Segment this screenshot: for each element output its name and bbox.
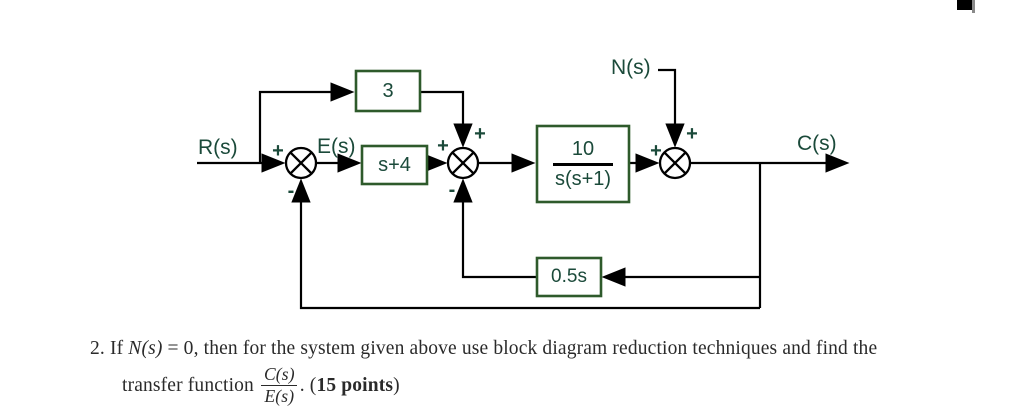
problem-number: 2. [90,338,105,359]
controller-value: s+4 [378,153,411,176]
plant-numerator: 10 [571,137,595,160]
sum3-plus-left-sign: + [650,140,662,162]
scan-artifact-gray [972,0,975,13]
math-Es: E(s) [261,385,298,407]
sum2-minus-sign: - [448,179,456,201]
output-label: C(s) [797,132,837,155]
gain3-value: 3 [382,79,394,102]
feedback-value: 0.5s [551,266,587,287]
plant-fraction: 10 s(s+1) [537,126,629,202]
summing-junction-3 [658,146,692,180]
sum1-plus-sign: + [272,140,284,162]
controller-box [360,144,429,186]
noise-label: N(s) [611,56,651,79]
scan-artifact-black [957,0,972,10]
feedback-box [535,256,603,298]
sum3-plus-top-sign: + [686,123,698,145]
math-Cs: C(s) [263,364,295,384]
transfer-function-fraction: C(s) E(s) [261,364,298,407]
gain3-box [354,69,422,113]
sum1-minus-sign: - [287,180,295,202]
sum2-plus-top-sign: + [474,123,486,145]
input-label: R(s) [198,136,238,159]
problem-line1: 2. If N(s) = 0, then for the system give… [90,338,878,359]
summing-junction-1 [284,146,318,180]
math-Ns: N(s) [128,338,163,359]
problem-line2: transfer function C(s) E(s) . (15 points… [122,364,400,407]
plant-denominator: s(s+1) [554,167,612,190]
error-label: E(s) [317,135,356,158]
sum2-plus-left-sign: + [437,135,449,157]
wire-gain3-to-sum2 [420,90,473,148]
wire-noise-input [658,68,685,148]
wire-outer-feedback [291,178,760,310]
wire-branch-to-gain3 [258,82,355,163]
points-value: 15 points [316,374,394,396]
wire-inner-feedback-left [453,178,537,279]
fraction-bar [553,162,613,166]
summing-junction-2 [446,146,480,180]
